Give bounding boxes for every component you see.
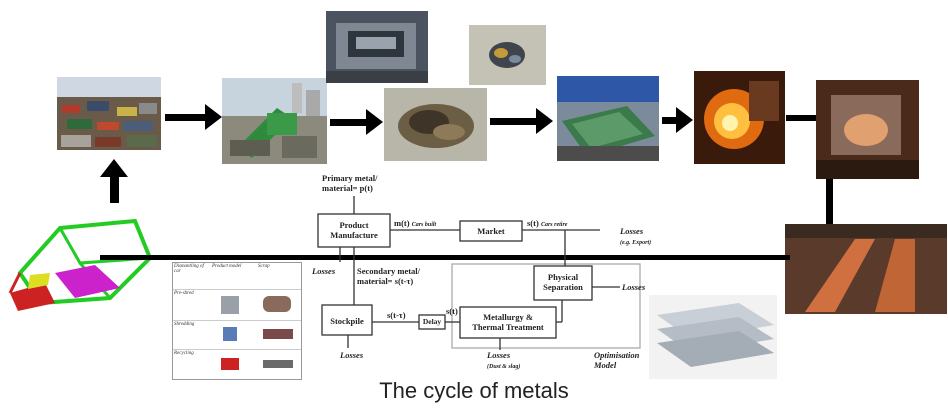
table-header-2: Scrap bbox=[258, 264, 270, 269]
table-cell-image bbox=[211, 321, 255, 349]
m-t-label: m(t) bbox=[394, 218, 410, 228]
product-box-line1: Product bbox=[339, 220, 369, 230]
table-row-label-0: Pre-shred bbox=[174, 291, 194, 296]
cars-retire-label: Cars retire bbox=[540, 222, 568, 228]
market-box: Market bbox=[477, 226, 505, 236]
table-cell-image bbox=[211, 350, 255, 380]
optimisation-model-label: Optimisation Model bbox=[594, 350, 639, 370]
losses-metallurgy-label: Losses (Dust & slag) bbox=[487, 350, 520, 372]
dismantling-table: Dismantling of car Product model Scrap P… bbox=[172, 262, 302, 380]
secondary-material-label: Secondary metal/ material= s(t-τ) bbox=[357, 266, 420, 286]
scrap-pile-photo bbox=[57, 77, 161, 150]
car-body-frame-image bbox=[0, 203, 160, 318]
table-header-1: Product model bbox=[212, 264, 242, 269]
figure-caption: The cycle of metals bbox=[379, 378, 569, 403]
s-t-mid-label: s(t) bbox=[446, 306, 458, 316]
losses-export-label: Losses (e.g. Export) bbox=[620, 226, 651, 248]
primary-label-line1: Primary metal/ bbox=[322, 173, 378, 183]
table-header-0: Dismantling of car bbox=[174, 264, 204, 274]
table-row: Pre-shred bbox=[173, 290, 301, 321]
losses-stockpile-label: Losses bbox=[340, 350, 364, 360]
cars-built-flow-label: m(t) Cars built bbox=[394, 218, 436, 230]
scrap-fragment-photo bbox=[469, 25, 546, 85]
table-cell-image bbox=[255, 321, 301, 349]
table-row: Recycling bbox=[173, 350, 301, 380]
metallurgy-line1: Metallurgy & bbox=[483, 312, 533, 322]
physical-separation-box: Physical Separation bbox=[534, 272, 592, 292]
product-manufacture-box: Product Manufacture bbox=[318, 220, 390, 240]
cars-retire-flow-label: s(t) Cars retire bbox=[527, 218, 567, 230]
optimisation-line1: Optimisation bbox=[594, 350, 640, 360]
cars-built-label: Cars built bbox=[411, 222, 437, 228]
steel-sheets-photo bbox=[649, 295, 777, 379]
primary-material-label: Primary metal/ material= p(t) bbox=[322, 173, 377, 193]
losses-left-label: Losses bbox=[312, 266, 336, 276]
delay-box: Delay bbox=[422, 317, 442, 326]
losses-separation-label: Losses bbox=[622, 282, 646, 292]
table-cell-image bbox=[211, 290, 255, 320]
losses-metallurgy: Losses bbox=[487, 350, 511, 360]
metallurgy-box: Metallurgy & Thermal Treatment bbox=[460, 312, 556, 332]
ladle-pour-photo bbox=[694, 71, 785, 164]
table-row-label-1: Shredding bbox=[174, 322, 195, 327]
losses-market: Losses bbox=[620, 226, 644, 236]
shredder-plant-photo bbox=[222, 78, 327, 164]
stockpile-box: Stockpile bbox=[330, 316, 364, 326]
physical-sep-line2: Separation bbox=[543, 282, 583, 292]
table-cell-image bbox=[255, 290, 301, 320]
slab-casting-photo bbox=[785, 224, 947, 314]
table-row: Shredding bbox=[173, 321, 301, 350]
losses-market-sub: (e.g. Export) bbox=[620, 240, 652, 246]
metallurgy-line2: Thermal Treatment bbox=[472, 322, 544, 332]
optimisation-line2: Model bbox=[594, 360, 617, 370]
secondary-label-line1: Secondary metal/ bbox=[357, 266, 421, 276]
s-tau-label: s(t-τ) bbox=[387, 310, 406, 320]
table-row-label-2: Recycling bbox=[174, 351, 194, 356]
primary-label-line2: material= bbox=[322, 183, 358, 193]
shredder-machine-photo bbox=[326, 11, 428, 83]
table-cell-image bbox=[255, 350, 301, 380]
s-t-label: s(t) bbox=[527, 218, 539, 228]
losses-metallurgy-sub: (Dust & slag) bbox=[487, 364, 521, 370]
product-box-line2: Manufacture bbox=[330, 230, 378, 240]
conveyor-sorting-photo bbox=[557, 76, 659, 161]
secondary-label-line2: material= bbox=[357, 276, 393, 286]
primary-label-expr: p(t) bbox=[359, 183, 373, 193]
secondary-label-expr: s(t-τ) bbox=[394, 276, 414, 286]
furnace-photo bbox=[816, 80, 919, 179]
scrap-chunk-photo bbox=[384, 88, 487, 161]
physical-sep-line1: Physical bbox=[547, 272, 579, 282]
